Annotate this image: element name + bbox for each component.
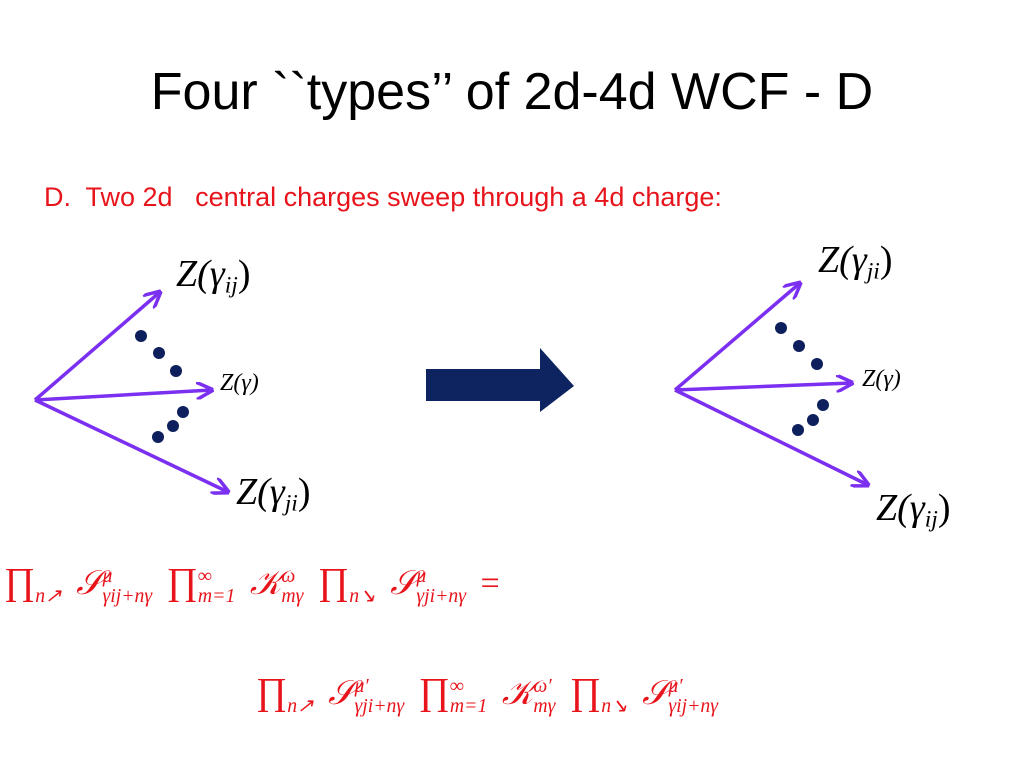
right-arrow-middle [674, 383, 852, 390]
left-diagram [33, 292, 228, 492]
left-bottom-label: Z(γji) [236, 471, 311, 517]
product-symbol: ∏ [256, 671, 288, 713]
right-bottom-label: Z(γij) [876, 487, 951, 533]
left-dots-lower [152, 406, 189, 443]
right-diagram [673, 283, 868, 485]
script-k-symbol: 𝒦 [249, 565, 282, 602]
product-symbol: ∏ [418, 671, 450, 713]
right-dots-upper [775, 322, 823, 370]
left-dots-upper [135, 330, 182, 377]
slide-subtitle: D. Two 2d central charges sweep through … [44, 182, 722, 212]
equals-sign: = [480, 565, 500, 602]
left-arrow-bottom [34, 398, 228, 492]
script-s-symbol: 𝒮 [390, 565, 417, 602]
script-s-symbol: 𝒮 [642, 675, 669, 712]
left-arrow-middle [34, 390, 212, 402]
script-k-symbol: 𝒦 [501, 675, 534, 712]
product-symbol: ∏ [4, 561, 36, 603]
right-arrow-bottom [674, 388, 868, 485]
right-middle-label: Z(γ) [862, 366, 901, 392]
product-symbol: ∏ [569, 671, 602, 713]
right-arrow-icon [426, 348, 574, 412]
right-dots-lower [792, 399, 829, 436]
slide-title: Four ``types’’ of 2d-4d WCF - D [150, 63, 874, 121]
right-arrow-top [673, 283, 800, 392]
left-arrow-top [33, 292, 160, 402]
product-symbol: ∏ [166, 561, 198, 603]
product-symbol: ∏ [317, 561, 350, 603]
script-s-symbol: 𝒮 [76, 565, 103, 602]
left-top-label: Z(γij) [176, 253, 251, 299]
right-top-label: Z(γji) [818, 239, 893, 285]
left-middle-label: Z(γ) [220, 370, 259, 396]
script-s-symbol: 𝒮 [328, 675, 355, 712]
